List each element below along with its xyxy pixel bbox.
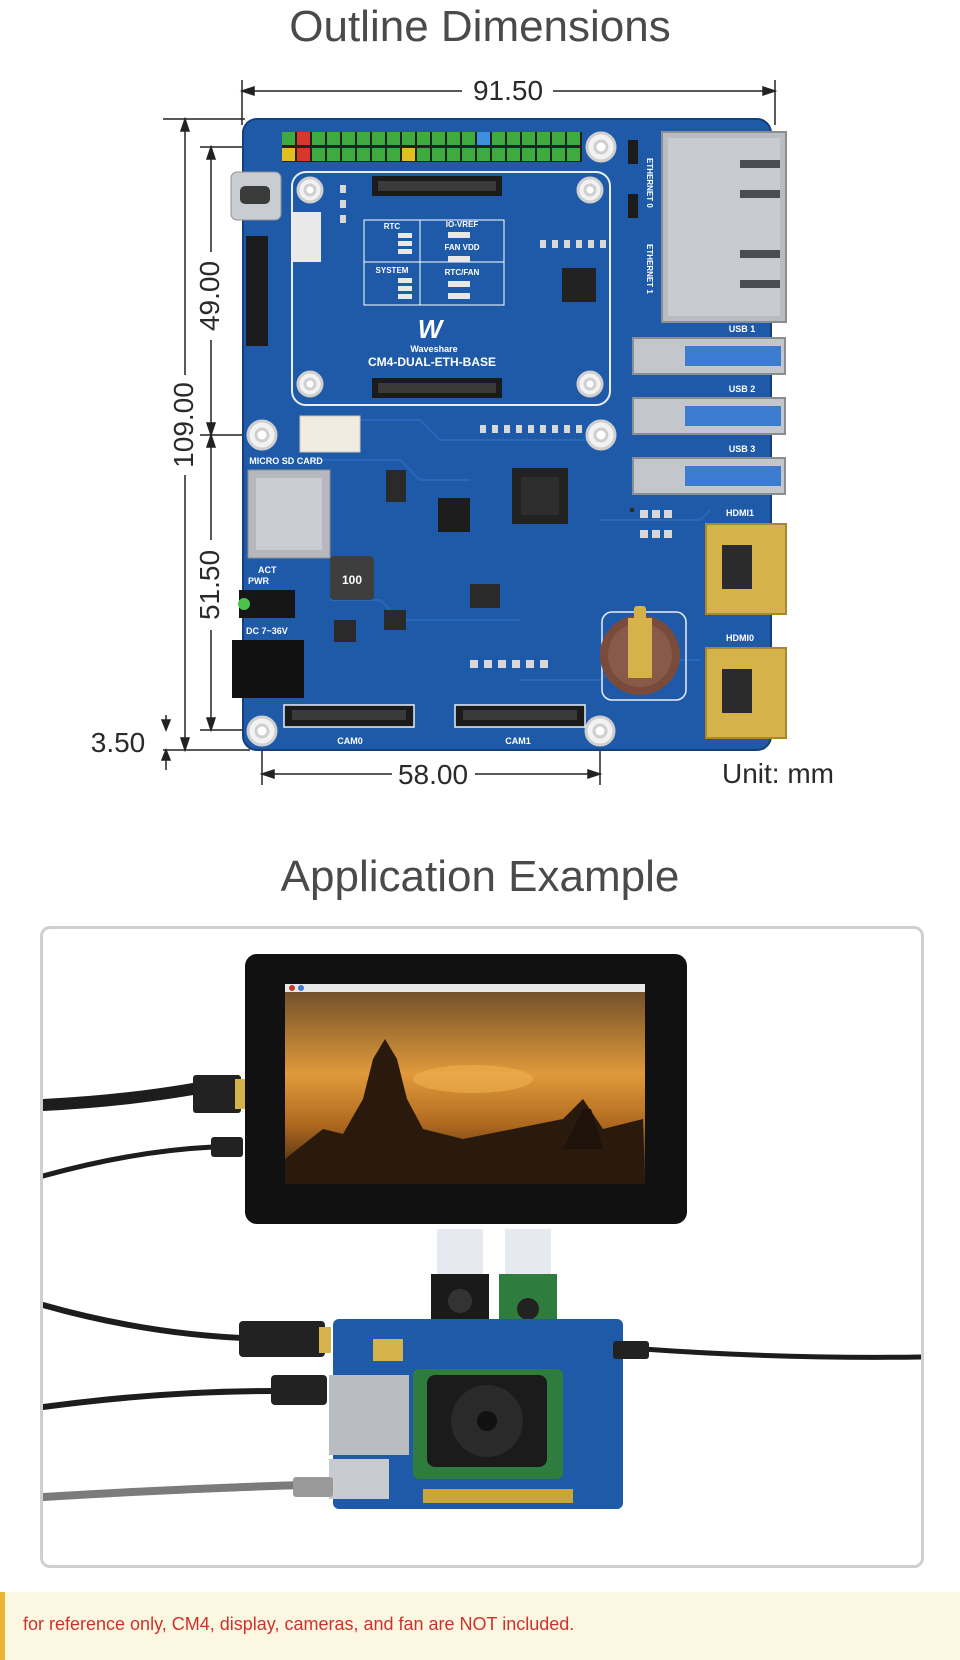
- svg-text:USB 2: USB 2: [729, 384, 756, 394]
- dc-jack: [232, 640, 304, 698]
- outline-dimensions-figure: 91.50 109.00 49.00 51.50 3.50 58.00: [91, 75, 787, 790]
- hdmi-plug-display: [193, 1075, 241, 1113]
- ethernet-ports: [661, 131, 787, 323]
- outline-title: Outline Dimensions: [289, 2, 671, 51]
- dim-height-total: 109.00: [168, 382, 199, 468]
- svg-text:USB 3: USB 3: [729, 444, 756, 454]
- white-pad: [293, 212, 321, 262]
- dim-width-top: 91.50: [473, 75, 543, 106]
- waveshare-logo: W Waveshare: [410, 314, 457, 354]
- application-title: Application Example: [280, 852, 680, 901]
- svg-text:W: W: [418, 314, 445, 344]
- micro-usb-plug: [211, 1137, 243, 1157]
- svg-text:FAN VDD: FAN VDD: [444, 243, 479, 252]
- svg-text:CAM0: CAM0: [337, 736, 363, 746]
- dim-height-lower: 51.50: [194, 550, 225, 620]
- note-bar: for reference only, CM4, display, camera…: [0, 1592, 960, 1660]
- svg-text:ACT: ACT: [258, 565, 277, 575]
- application-illustration: [43, 954, 921, 1509]
- application-example-image: [40, 926, 924, 1568]
- hdmi-ports: [705, 523, 787, 739]
- dim-margin: 3.50: [91, 727, 146, 758]
- rtc-battery-holder: [600, 606, 687, 701]
- usb-plug-base: [271, 1375, 327, 1405]
- svg-text:IO-VREF: IO-VREF: [446, 220, 479, 229]
- dim-height-upper: 49.00: [194, 261, 225, 331]
- pcb-board: RTC IO-VREF FAN VDD SYSTEM RTC/FAN W Wav…: [230, 118, 787, 751]
- smd-components: [340, 185, 672, 668]
- svg-text:USB 1: USB 1: [729, 324, 756, 334]
- base-board-with-cm4: [329, 1319, 623, 1509]
- svg-text:SYSTEM: SYSTEM: [376, 266, 409, 275]
- mounting-holes: [246, 131, 617, 747]
- svg-text:RTC: RTC: [384, 222, 401, 231]
- svg-text:100: 100: [342, 573, 362, 587]
- note-text: for reference only, CM4, display, camera…: [23, 1614, 575, 1634]
- inductor: [330, 556, 374, 600]
- gpio-header: [282, 132, 582, 162]
- dim-width-bottom: 58.00: [398, 759, 468, 790]
- svg-text:HDMI1: HDMI1: [726, 508, 754, 518]
- ethernet-plug: [293, 1477, 333, 1497]
- config-table: [363, 219, 505, 306]
- svg-text:Waveshare: Waveshare: [410, 344, 457, 354]
- svg-text:PWR: PWR: [248, 576, 269, 586]
- svg-text:ETHERNET 0: ETHERNET 0: [645, 158, 654, 208]
- svg-text:DC 7~36V: DC 7~36V: [246, 626, 288, 636]
- regulator-chip: [438, 498, 470, 532]
- svg-text:RTC/FAN: RTC/FAN: [445, 268, 480, 277]
- svg-text:MICRO SD CARD: MICRO SD CARD: [249, 456, 323, 466]
- cm4-outline: [291, 171, 611, 406]
- hdmi-plug-base-1: [239, 1321, 325, 1357]
- small-chip: [562, 268, 596, 302]
- usb-ports: [632, 337, 786, 495]
- dimension-lines: [160, 80, 778, 785]
- unit-label: Unit: mm: [722, 758, 834, 789]
- svg-text:ETHERNET 1: ETHERNET 1: [645, 244, 654, 294]
- display-monitor: [245, 954, 687, 1224]
- cables: [43, 1083, 921, 1501]
- fan-connector: [299, 415, 361, 453]
- svg-text:CAM1: CAM1: [505, 736, 531, 746]
- board-model: CM4-DUAL-ETH-BASE: [368, 355, 496, 369]
- svg-text:HDMI0: HDMI0: [726, 633, 754, 643]
- power-plug: [613, 1341, 649, 1359]
- display-fpc: [246, 236, 268, 346]
